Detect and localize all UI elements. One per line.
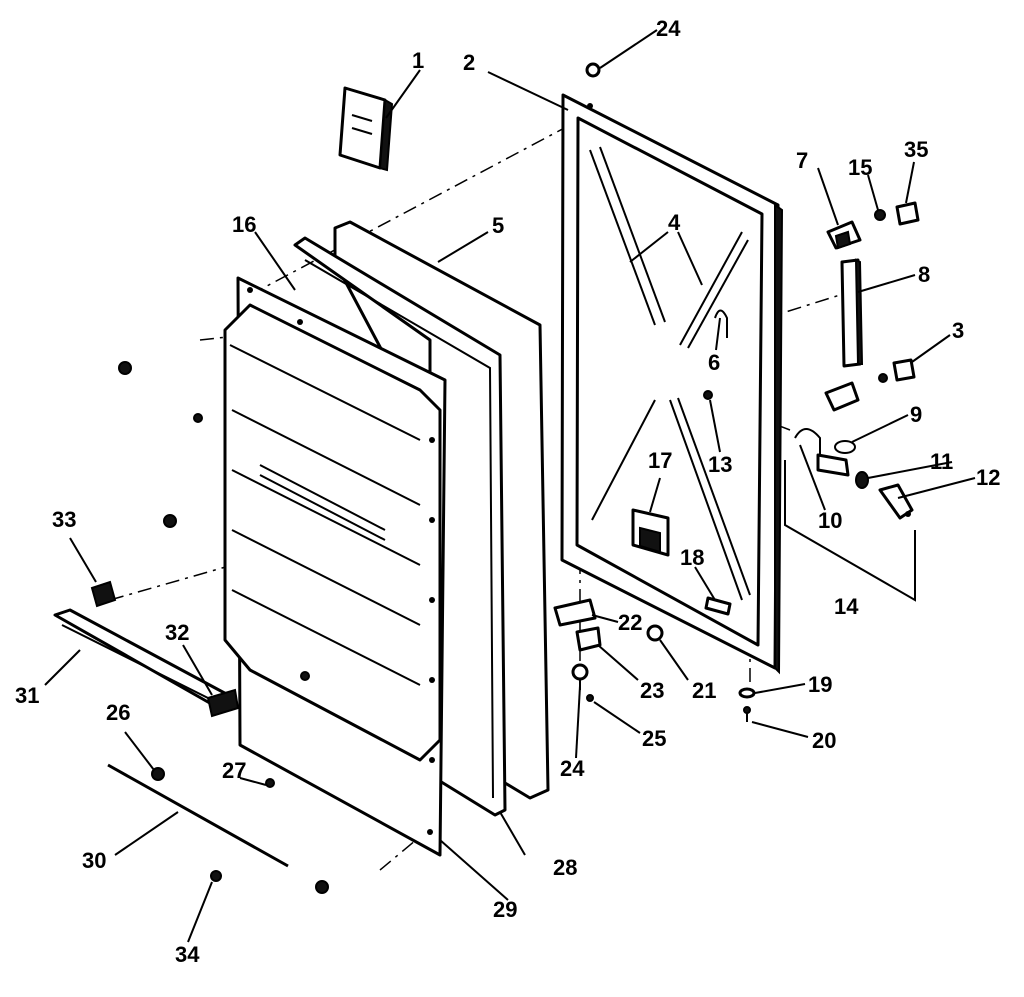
callout-32: 32 xyxy=(165,620,189,645)
callout-28: 28 xyxy=(553,855,577,880)
callout-labels: 1 2 24 5 16 4 6 7 15 35 8 3 9 13 17 11 1… xyxy=(15,16,1000,967)
callout-6: 6 xyxy=(708,350,720,375)
callout-2: 2 xyxy=(463,50,475,75)
callout-35: 35 xyxy=(904,137,928,162)
part-23-bushing xyxy=(575,626,602,652)
callout-34: 34 xyxy=(175,942,200,967)
callout-18: 18 xyxy=(680,545,704,570)
callout-24-top: 24 xyxy=(656,16,681,41)
part-22-bracket xyxy=(553,598,597,627)
callout-4: 4 xyxy=(668,210,681,235)
part-1-label-plate xyxy=(338,86,394,172)
part-21-nut xyxy=(646,624,664,642)
leader-lines xyxy=(44,29,976,943)
callout-13: 13 xyxy=(708,452,732,477)
lower-hinge xyxy=(824,373,888,412)
part-14-bracket-lines xyxy=(784,460,916,602)
callout-29: 29 xyxy=(493,897,517,922)
callout-11: 11 xyxy=(930,449,953,474)
callout-22: 22 xyxy=(618,610,642,635)
callout-24-bottom: 24 xyxy=(560,756,585,781)
part-25-screw xyxy=(586,694,594,702)
callout-3: 3 xyxy=(952,318,964,343)
part-9-ring xyxy=(834,440,856,454)
part-2-outer-door-panel xyxy=(560,93,784,675)
part-7-hinge xyxy=(826,220,862,250)
part-20-screw xyxy=(743,706,751,722)
callout-31: 31 xyxy=(15,683,39,708)
part-29-inner-liner xyxy=(223,276,447,857)
callout-33: 33 xyxy=(52,507,76,532)
callout-20: 20 xyxy=(812,728,836,753)
callout-16: 16 xyxy=(232,212,256,237)
part-34-screw xyxy=(210,870,222,882)
callout-8: 8 xyxy=(918,262,930,287)
part-35-shim xyxy=(895,201,920,226)
part-24-pin-top xyxy=(585,62,601,78)
part-17-bracket xyxy=(631,508,670,557)
part-31-handle xyxy=(53,608,234,712)
part-19-washer xyxy=(738,687,756,699)
vent-grille xyxy=(259,464,386,541)
callout-12: 12 xyxy=(976,465,1000,490)
callout-7: 7 xyxy=(796,148,808,173)
callout-25: 25 xyxy=(642,726,666,751)
callout-17: 17 xyxy=(648,448,672,473)
callout-9: 9 xyxy=(910,402,922,427)
part-30-rod xyxy=(107,763,289,868)
callout-10: 10 xyxy=(818,508,842,533)
callout-27: 27 xyxy=(222,758,246,783)
callout-1: 1 xyxy=(412,48,424,73)
part-3-shim xyxy=(892,358,916,382)
part-12-key xyxy=(878,483,914,520)
part-11-washer xyxy=(855,471,869,489)
part-33-end-cap xyxy=(90,580,117,608)
callout-5: 5 xyxy=(492,213,504,238)
part-6-clip xyxy=(714,309,728,338)
part-15-screw xyxy=(874,209,886,221)
callout-19: 19 xyxy=(808,672,832,697)
part-32-end-cap xyxy=(206,688,240,718)
callout-14: 14 xyxy=(834,594,859,619)
part-8-bar xyxy=(840,258,864,368)
part-13-screw xyxy=(703,390,713,400)
callout-15: 15 xyxy=(848,155,872,180)
part-18-clip xyxy=(704,596,732,616)
left-screws xyxy=(118,361,329,894)
callout-26: 26 xyxy=(106,700,130,725)
callout-30: 30 xyxy=(82,848,106,873)
callout-21: 21 xyxy=(692,678,716,703)
callout-23: 23 xyxy=(640,678,664,703)
part-10-latch xyxy=(794,428,850,477)
